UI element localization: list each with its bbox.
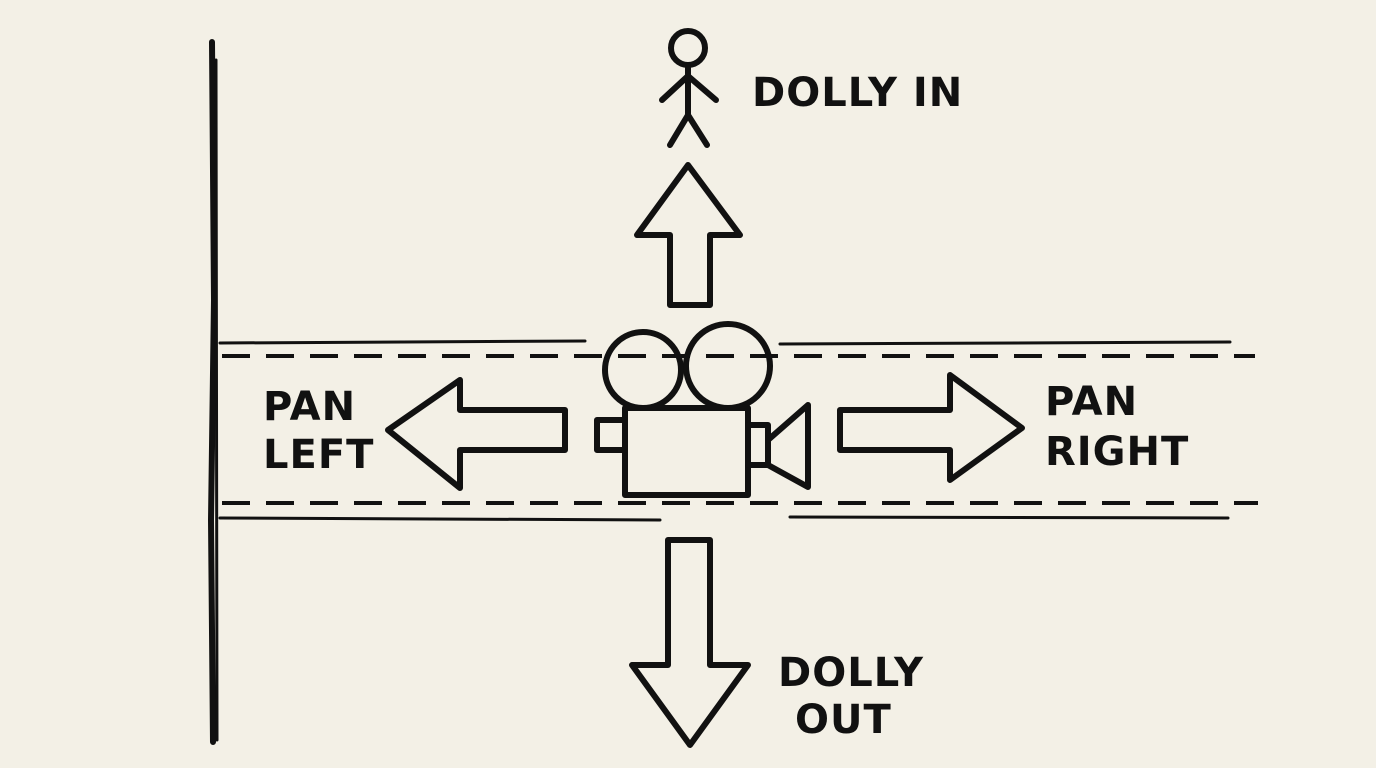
- pan-right-line1: PAN: [1045, 379, 1138, 425]
- arrow-down-icon: [629, 537, 751, 748]
- pan-left-line1: PAN: [263, 384, 356, 430]
- label-pan-right: PAN RIGHT: [1045, 379, 1189, 475]
- dolly-out-line1: DOLLY: [778, 650, 924, 696]
- wall-line: [208, 39, 219, 745]
- stick-figure-icon: [659, 28, 719, 148]
- camera-icon: [594, 321, 811, 498]
- label-dolly-in: DOLLY IN: [752, 70, 963, 116]
- arrow-right-icon: [837, 372, 1025, 483]
- dolly-out-line2: OUT: [795, 697, 892, 743]
- arrow-left-icon: [385, 377, 568, 491]
- pan-right-line2: RIGHT: [1045, 429, 1189, 475]
- arrow-up-icon: [634, 162, 743, 308]
- label-dolly-out: DOLLY OUT: [778, 650, 924, 743]
- track: [218, 339, 1258, 522]
- dolly-in-text: DOLLY IN: [752, 70, 963, 116]
- label-pan-left: PAN LEFT: [263, 384, 374, 478]
- pan-left-line2: LEFT: [263, 432, 374, 478]
